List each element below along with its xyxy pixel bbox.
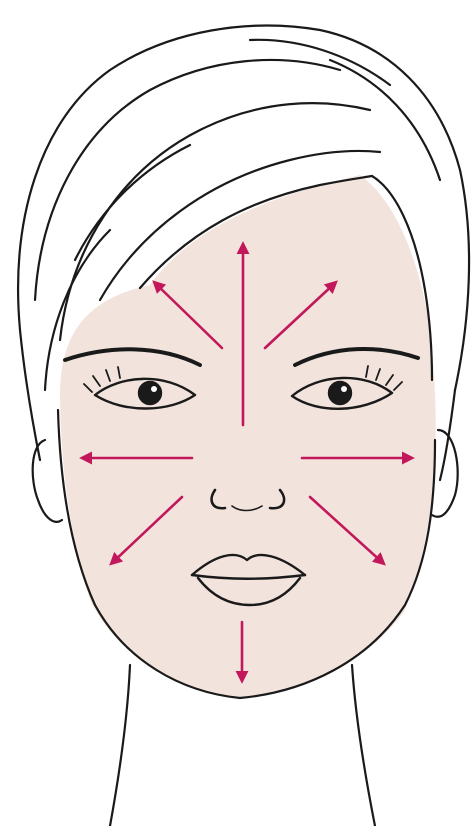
face-skin bbox=[60, 175, 436, 698]
